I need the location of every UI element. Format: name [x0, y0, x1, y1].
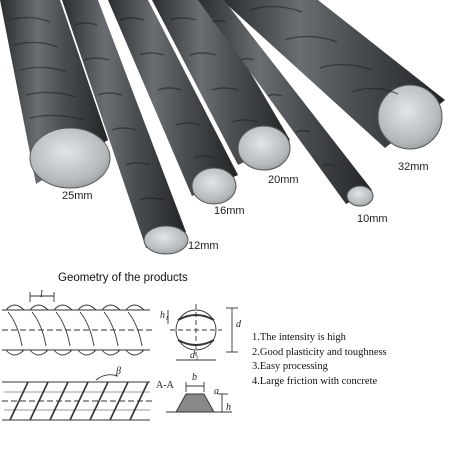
section-label: A-A [156, 380, 174, 391]
rebar-12mm [62, 0, 189, 255]
rib-texture [9, 5, 399, 201]
feature-item: 4.Large friction with concrete [252, 375, 378, 387]
rebar-cross-section [167, 304, 238, 361]
dim-d: d [236, 319, 241, 330]
feature-item: 2.Good plasticity and toughness [252, 346, 387, 358]
bar-label-10mm: 10mm [357, 213, 388, 225]
rebar-side-view-crescent [2, 292, 152, 356]
dim-h1: h₁ [160, 310, 169, 321]
bar-label-12mm: 12mm [188, 240, 219, 252]
rebar-16mm [108, 0, 238, 205]
rebar-side-view-spiral [2, 374, 152, 421]
bar-label-25mm: 25mm [62, 190, 93, 202]
dim-l: l [40, 289, 43, 300]
rib-profile-section [166, 382, 232, 413]
dim-d1: d₁ [190, 350, 199, 361]
feature-item: 3.Easy processing [252, 361, 328, 372]
rebar-photo [0, 0, 445, 255]
rebar-20mm [152, 0, 291, 171]
dim-b: b [192, 372, 197, 383]
bar-label-16mm: 16mm [214, 205, 245, 217]
rebar-10mm [198, 0, 374, 207]
dim-beta: β [116, 366, 121, 377]
geometry-diagram [2, 292, 238, 421]
geometry-title: Geometry of the products [58, 272, 188, 284]
bar-label-20mm: 20mm [268, 174, 299, 186]
rebar-25mm [0, 0, 111, 189]
dim-a: a [214, 386, 219, 397]
rebar-32mm [222, 0, 445, 150]
features-list: 1.The intensity is high 2.Good plasticit… [252, 331, 387, 389]
dim-h: h [226, 402, 231, 413]
feature-item: 1.The intensity is high [252, 332, 346, 343]
bar-label-32mm: 32mm [398, 161, 429, 173]
